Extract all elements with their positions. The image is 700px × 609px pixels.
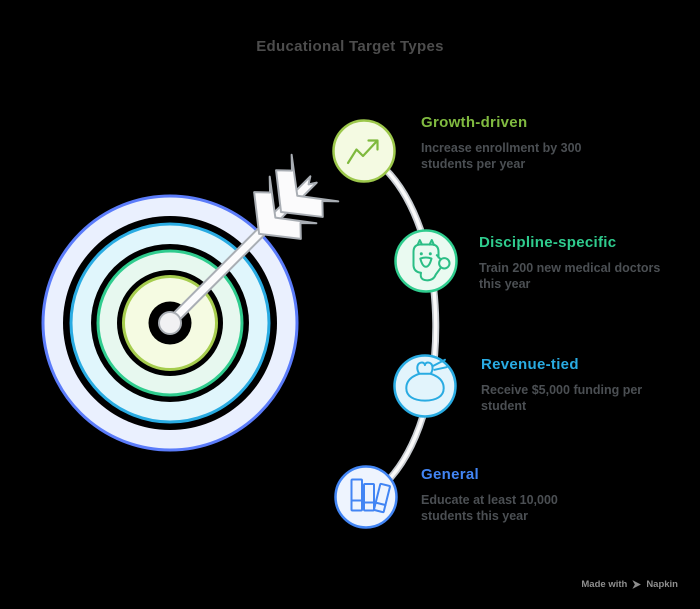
item-label: General: [421, 466, 479, 483]
item-description: Train 200 new medical doctors this year: [479, 261, 661, 291]
revenue-tied-icon-badge: [393, 354, 457, 418]
arrow-fletching-front: [253, 175, 318, 240]
discipline-specific-icon-badge: [394, 229, 458, 293]
item-description: Increase enrollment by 300 students per …: [421, 141, 582, 171]
item-label: Growth-driven: [421, 114, 528, 131]
item-description: Educate at least 10,000 students this ye…: [421, 493, 558, 523]
discipline-specific-circle: [394, 229, 458, 293]
brand-label: Napkin: [646, 579, 678, 590]
connector-curve: [360, 149, 440, 501]
line-chart-icon: [346, 139, 379, 165]
arrow-tip-dot: [158, 311, 182, 335]
item-growth-driven: Growth-driven Increase enrollment by 300…: [421, 114, 603, 172]
item-general: General Educate at least 10,000 students…: [421, 466, 586, 524]
revenue-tied-circle: [393, 354, 457, 418]
connector-curve-edge: [360, 149, 440, 501]
item-label: Revenue-tied: [481, 356, 579, 373]
made-with-label: Made with: [581, 579, 628, 590]
growth-driven-circle: [332, 119, 396, 183]
item-description: Receive $5,000 funding per student: [481, 383, 643, 413]
item-revenue-tied: Revenue-tied Receive $5,000 funding per …: [481, 356, 661, 414]
arrow-icon: [158, 153, 340, 335]
arrow-fletching-back: [275, 153, 340, 218]
growth-driven-icon-badge: [332, 119, 396, 183]
napkin-logo-icon: [632, 580, 642, 589]
made-with-napkin-badge[interactable]: Made with Napkin: [581, 579, 678, 590]
stethoscope-icon: [412, 239, 451, 282]
item-label: Discipline-specific: [479, 234, 617, 251]
general-icon-badge: [334, 465, 398, 529]
books-icon: [350, 478, 391, 514]
page-title: Educational Target Types: [256, 38, 444, 55]
money-bag-icon: [405, 358, 448, 402]
connector-curve-core: [362, 151, 438, 499]
item-discipline-specific: Discipline-specific Train 200 new medica…: [479, 234, 679, 292]
